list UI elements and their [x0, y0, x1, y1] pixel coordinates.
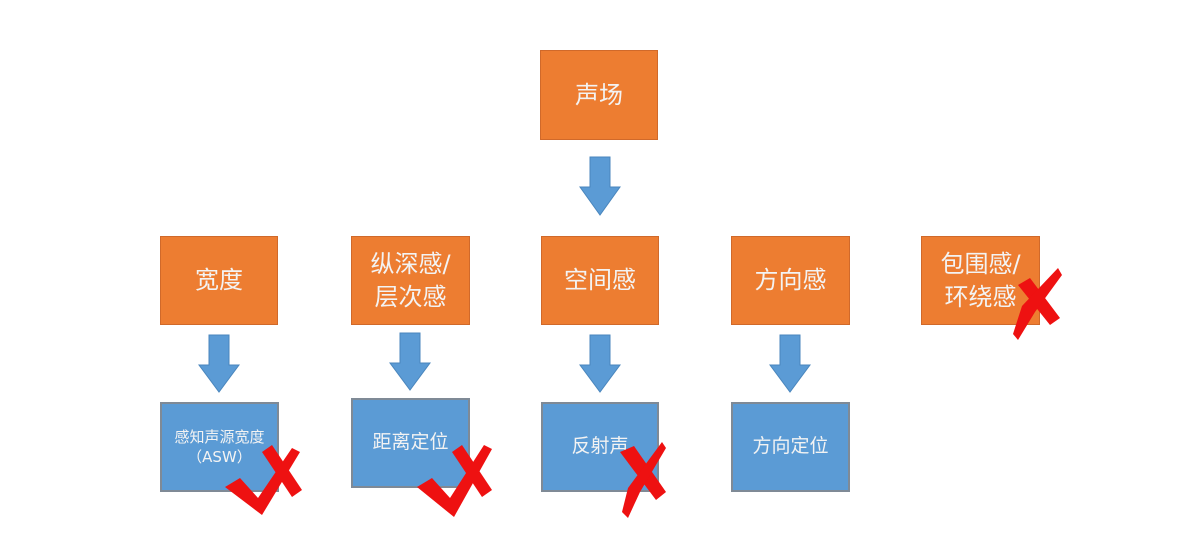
- node-direction: 方向感: [731, 236, 850, 325]
- node-depth: 纵深感/ 层次感: [351, 236, 470, 325]
- cross-mark-icon: [620, 442, 666, 518]
- node-direction-localization: 方向定位: [731, 402, 850, 492]
- arrow-down-icon: [198, 334, 240, 393]
- arrow-down-icon: [769, 334, 811, 393]
- node-envelopment: 包围感/ 环绕感: [921, 236, 1040, 325]
- cross-mark-icon: [1013, 268, 1062, 340]
- check-cross-mark-icon: [225, 445, 302, 515]
- arrow-down-icon: [579, 156, 621, 216]
- node-width: 宽度: [160, 236, 278, 325]
- arrow-down-icon: [579, 334, 621, 393]
- node-sound-field: 声场: [540, 50, 658, 140]
- check-cross-mark-icon: [417, 445, 492, 517]
- node-asw: 感知声源宽度 （ASW）: [160, 402, 279, 492]
- node-spaciousness: 空间感: [541, 236, 659, 325]
- arrow-down-icon: [389, 332, 431, 391]
- node-distance-localization: 距离定位: [351, 398, 470, 488]
